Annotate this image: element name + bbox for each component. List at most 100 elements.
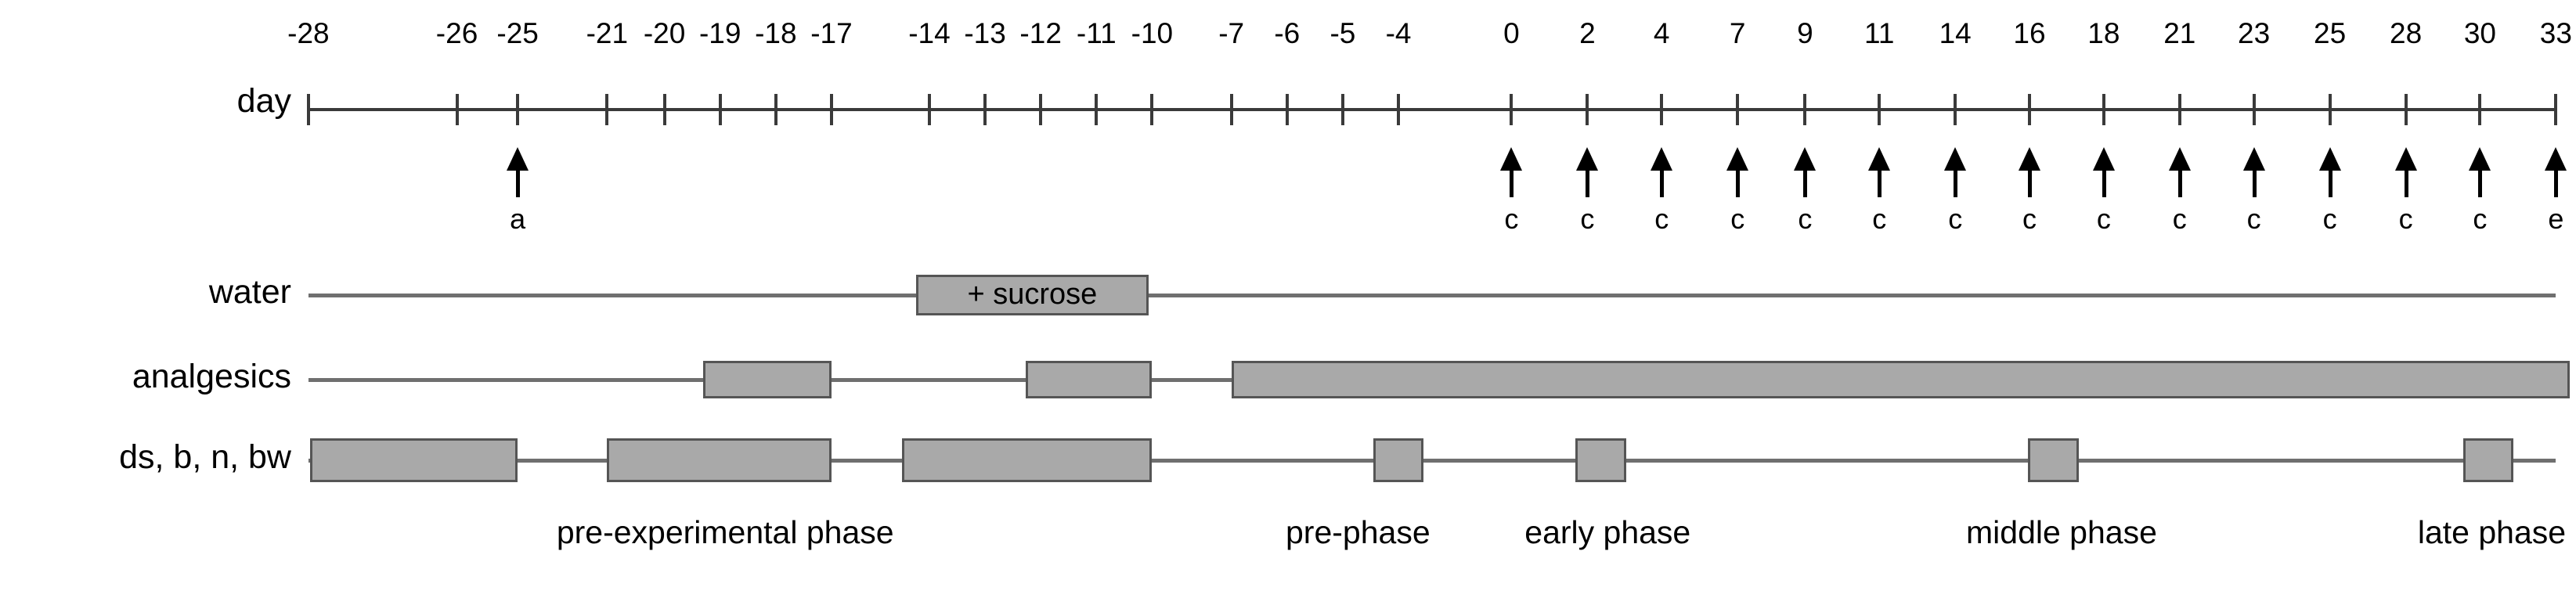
axis-tick: [605, 94, 609, 125]
phase-label: middle phase: [1966, 514, 2157, 550]
lane-block: [1231, 361, 2570, 398]
arrow-shaft: [2028, 160, 2032, 197]
axis-tick: [1397, 94, 1401, 125]
axis-tick-label: -13: [964, 17, 1006, 49]
axis-tick: [829, 94, 833, 125]
axis-tick: [2554, 94, 2558, 125]
axis-tick: [1878, 94, 1881, 125]
event-arrow-label: c: [2246, 203, 2261, 235]
arrow-shaft: [1878, 160, 1882, 197]
axis-tick-label: 25: [2314, 17, 2347, 49]
event-arrow-up-icon: [2014, 147, 2045, 197]
event-arrow-up-icon: [2239, 147, 2270, 197]
axis-tick-label: 4: [1653, 17, 1670, 49]
event-arrow-up-icon: [1646, 147, 1677, 197]
axis-tick-label: -25: [496, 17, 539, 49]
event-arrow-up-icon: [2464, 147, 2495, 197]
axis-tick: [1095, 94, 1099, 125]
axis-tick: [1340, 94, 1344, 125]
lane-block-label: + sucrose: [967, 278, 1098, 311]
arrow-shaft: [1586, 160, 1590, 197]
axis-tick: [2404, 94, 2408, 125]
event-arrow-up-icon: [1495, 147, 1527, 197]
arrow-shaft: [2177, 160, 2182, 197]
event-arrow-up-icon: [1722, 147, 1753, 197]
arrow-shaft: [2102, 160, 2106, 197]
arrow-shaft: [1954, 160, 1958, 197]
arrow-shaft: [1803, 160, 1808, 197]
lane-block: + sucrose: [915, 275, 1149, 315]
axis-label: day: [236, 82, 291, 120]
event-arrow-up-icon: [2164, 147, 2195, 197]
lane-block: [607, 438, 832, 482]
axis-tick-label: -11: [1076, 17, 1117, 49]
axis-tick-label: -12: [1019, 17, 1062, 49]
event-arrow-label: c: [1580, 203, 1595, 235]
axis-tick-label: -6: [1274, 17, 1301, 49]
event-arrow-label: c: [2398, 203, 2413, 235]
axis-tick-label: 28: [2390, 17, 2423, 49]
axis-tick-label: -21: [586, 17, 629, 49]
lane-block: [1575, 438, 1626, 482]
axis-tick: [1803, 94, 1807, 125]
axis-tick: [1954, 94, 1957, 125]
axis-tick: [2028, 94, 2031, 125]
axis-tick-label: 2: [1579, 17, 1596, 49]
axis-tick-label: 30: [2463, 17, 2496, 49]
arrow-shaft: [2554, 160, 2559, 197]
axis-tick: [1660, 94, 1664, 125]
axis-tick: [2102, 94, 2105, 125]
axis-tick: [1285, 94, 1289, 125]
lane-label-analgesics: analgesics: [132, 358, 291, 395]
lane-block: [310, 438, 518, 482]
event-arrow-label: c: [2096, 203, 2111, 235]
axis-tick: [455, 94, 459, 125]
axis-tick-label: -5: [1329, 17, 1356, 49]
axis-tick-label: 9: [1797, 17, 1813, 49]
lane-block: [1373, 438, 1424, 482]
axis-tick-label: -19: [698, 17, 741, 49]
arrow-shaft: [1510, 160, 1514, 197]
axis-tick: [2177, 94, 2181, 125]
axis-tick-label: -7: [1218, 17, 1245, 49]
axis-tick: [718, 94, 722, 125]
event-arrow-label: c: [1872, 203, 1887, 235]
event-arrow-up-icon: [1789, 147, 1820, 197]
event-arrow-up-icon: [2540, 147, 2571, 197]
axis-tick: [662, 94, 666, 125]
phase-label: early phase: [1524, 514, 1691, 550]
lane-line-ds-b-n-bw: [308, 459, 2556, 463]
event-arrow-label: c: [1798, 203, 1813, 235]
event-arrow-label: e: [2548, 203, 2564, 235]
axis-tick-label: -20: [643, 17, 686, 49]
axis-tick: [983, 94, 987, 125]
lane-block: [1025, 361, 1153, 398]
event-arrow-up-icon: [2088, 147, 2120, 197]
event-arrow-label: c: [1654, 203, 1669, 235]
axis-tick-label: -14: [908, 17, 951, 49]
arrow-shaft: [2478, 160, 2483, 197]
axis-tick: [306, 94, 310, 125]
event-arrow-label: c: [1948, 203, 1963, 235]
axis-tick-label: -18: [755, 17, 797, 49]
phase-label: pre-phase: [1286, 514, 1431, 550]
axis-tick: [1229, 94, 1233, 125]
arrow-shaft: [2252, 160, 2257, 197]
axis-tick: [2328, 94, 2332, 125]
phase-label: pre-experimental phase: [556, 514, 894, 550]
event-arrow-up-icon: [502, 147, 533, 197]
lane-block: [2027, 438, 2079, 482]
axis-tick-label: 23: [2238, 17, 2271, 49]
event-arrow-up-icon: [1571, 147, 1603, 197]
event-arrow-label: c: [2473, 203, 2488, 235]
axis-tick-label: -26: [435, 17, 478, 49]
axis-tick: [516, 94, 520, 125]
arrow-shaft: [2404, 160, 2408, 197]
event-arrow-label: a: [510, 203, 526, 235]
arrow-shaft: [2328, 160, 2332, 197]
axis-tick-label: 0: [1503, 17, 1520, 49]
axis-tick: [1150, 94, 1154, 125]
axis-tick: [927, 94, 931, 125]
axis-line: [308, 108, 2556, 111]
